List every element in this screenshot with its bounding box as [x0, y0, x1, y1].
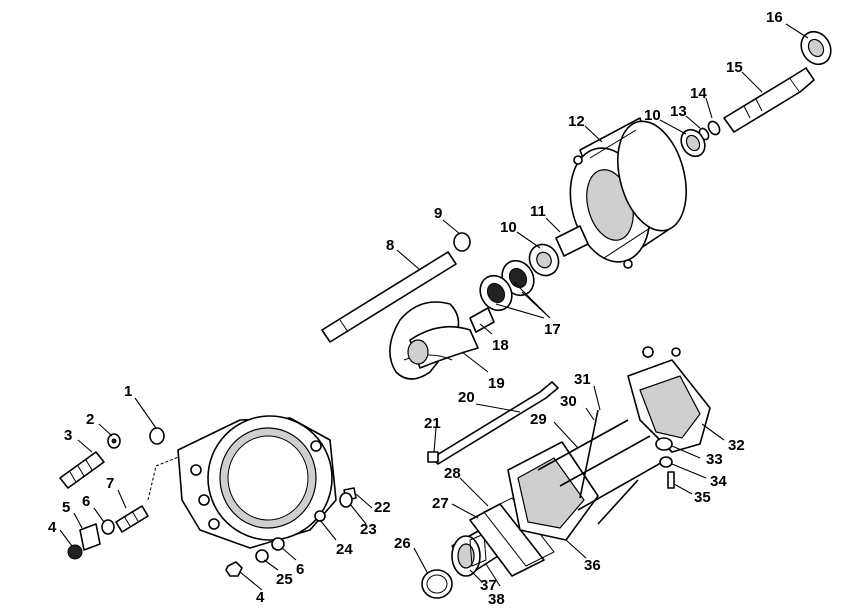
part-washer-2 [107, 433, 121, 449]
callout-19: 19 [488, 375, 505, 392]
callout-7: 7 [106, 475, 114, 492]
part-gasket-28 [483, 497, 555, 567]
callout-38: 38 [488, 591, 505, 608]
callout-9: 9 [434, 205, 442, 222]
callout-4: 4 [48, 519, 57, 536]
part-washer-6-left [101, 519, 115, 535]
part-plate-5 [79, 523, 101, 551]
part-oring-1 [149, 427, 165, 445]
callout-12: 12 [568, 113, 585, 130]
part-bolts-29 [537, 419, 667, 511]
callout-26: 26 [394, 535, 411, 552]
callout-14: 14 [690, 85, 707, 102]
callout-4: 4 [256, 589, 265, 606]
part-bolt-35 [667, 471, 675, 489]
callout-27: 27 [432, 495, 449, 512]
part-seal-16 [800, 30, 832, 66]
part-impeller-housing-12 [569, 117, 687, 269]
part-pin-21 [427, 451, 439, 463]
callout-24: 24 [336, 541, 353, 558]
callout-28: 28 [444, 465, 461, 482]
callout-21: 21 [424, 415, 441, 432]
part-drive-shaft-15 [723, 67, 815, 133]
part-nozzle-housing-24 [177, 415, 337, 549]
callout-36: 36 [584, 557, 601, 574]
callout-25: 25 [276, 571, 293, 588]
callout-5: 5 [62, 499, 70, 516]
callout-10: 10 [644, 107, 661, 124]
part-washer-34 [659, 456, 673, 468]
callout-18: 18 [492, 337, 509, 354]
callout-20: 20 [458, 389, 475, 406]
part-impeller-19 [389, 301, 479, 380]
part-oring-14 [707, 120, 721, 136]
callout-8: 8 [386, 237, 394, 254]
callout-labels: 1 2 3 4 4 5 6 6 7 8 9 10 10 11 12 13 14 … [48, 9, 783, 608]
callout-37: 37 [480, 577, 497, 594]
callout-6: 6 [82, 493, 90, 510]
callout-30: 30 [560, 393, 577, 410]
part-bolt-31 [597, 479, 639, 525]
part-reverse-gate-32 [627, 346, 711, 453]
part-washer-6-right [271, 537, 285, 551]
callout-16: 16 [766, 9, 783, 26]
part-spacer-18 [469, 307, 495, 333]
callout-2: 2 [86, 411, 94, 428]
callout-6: 6 [296, 561, 304, 578]
callout-17: 17 [544, 321, 561, 338]
part-seals-17 [479, 259, 535, 312]
part-washer-25 [255, 549, 269, 563]
callout-10: 10 [500, 219, 517, 236]
callout-29: 29 [530, 411, 547, 428]
leader-lines [59, 23, 809, 591]
part-steering-nozzle-36 [507, 441, 599, 541]
part-circlip-9 [453, 232, 471, 252]
part-cone-38 [469, 533, 487, 567]
part-bushing-33 [655, 437, 673, 451]
part-washer-23 [339, 492, 353, 508]
part-bearing-10-lower [528, 243, 560, 277]
callout-33: 33 [706, 451, 723, 468]
callout-13: 13 [670, 103, 687, 120]
part-bearing-10-upper [680, 128, 706, 158]
part-fitting-3 [59, 451, 105, 489]
part-sleeve-11 [555, 225, 589, 257]
callout-35: 35 [694, 489, 711, 506]
callout-22: 22 [374, 499, 391, 516]
part-bolt-30 [579, 409, 599, 499]
part-impeller-shaft-8 [321, 251, 457, 343]
part-nut-4-left [67, 544, 83, 560]
callout-34: 34 [710, 473, 727, 490]
part-fitting-7 [115, 505, 149, 533]
callout-23: 23 [360, 521, 377, 538]
part-rod-20 [431, 381, 559, 465]
callout-1: 1 [124, 383, 132, 400]
callout-31: 31 [574, 371, 591, 388]
callout-11: 11 [530, 203, 546, 220]
callout-15: 15 [726, 59, 743, 76]
callout-32: 32 [728, 437, 745, 454]
callout-3: 3 [64, 427, 72, 444]
part-ring-26 [421, 569, 453, 599]
part-nut-4-bottom [225, 561, 243, 577]
